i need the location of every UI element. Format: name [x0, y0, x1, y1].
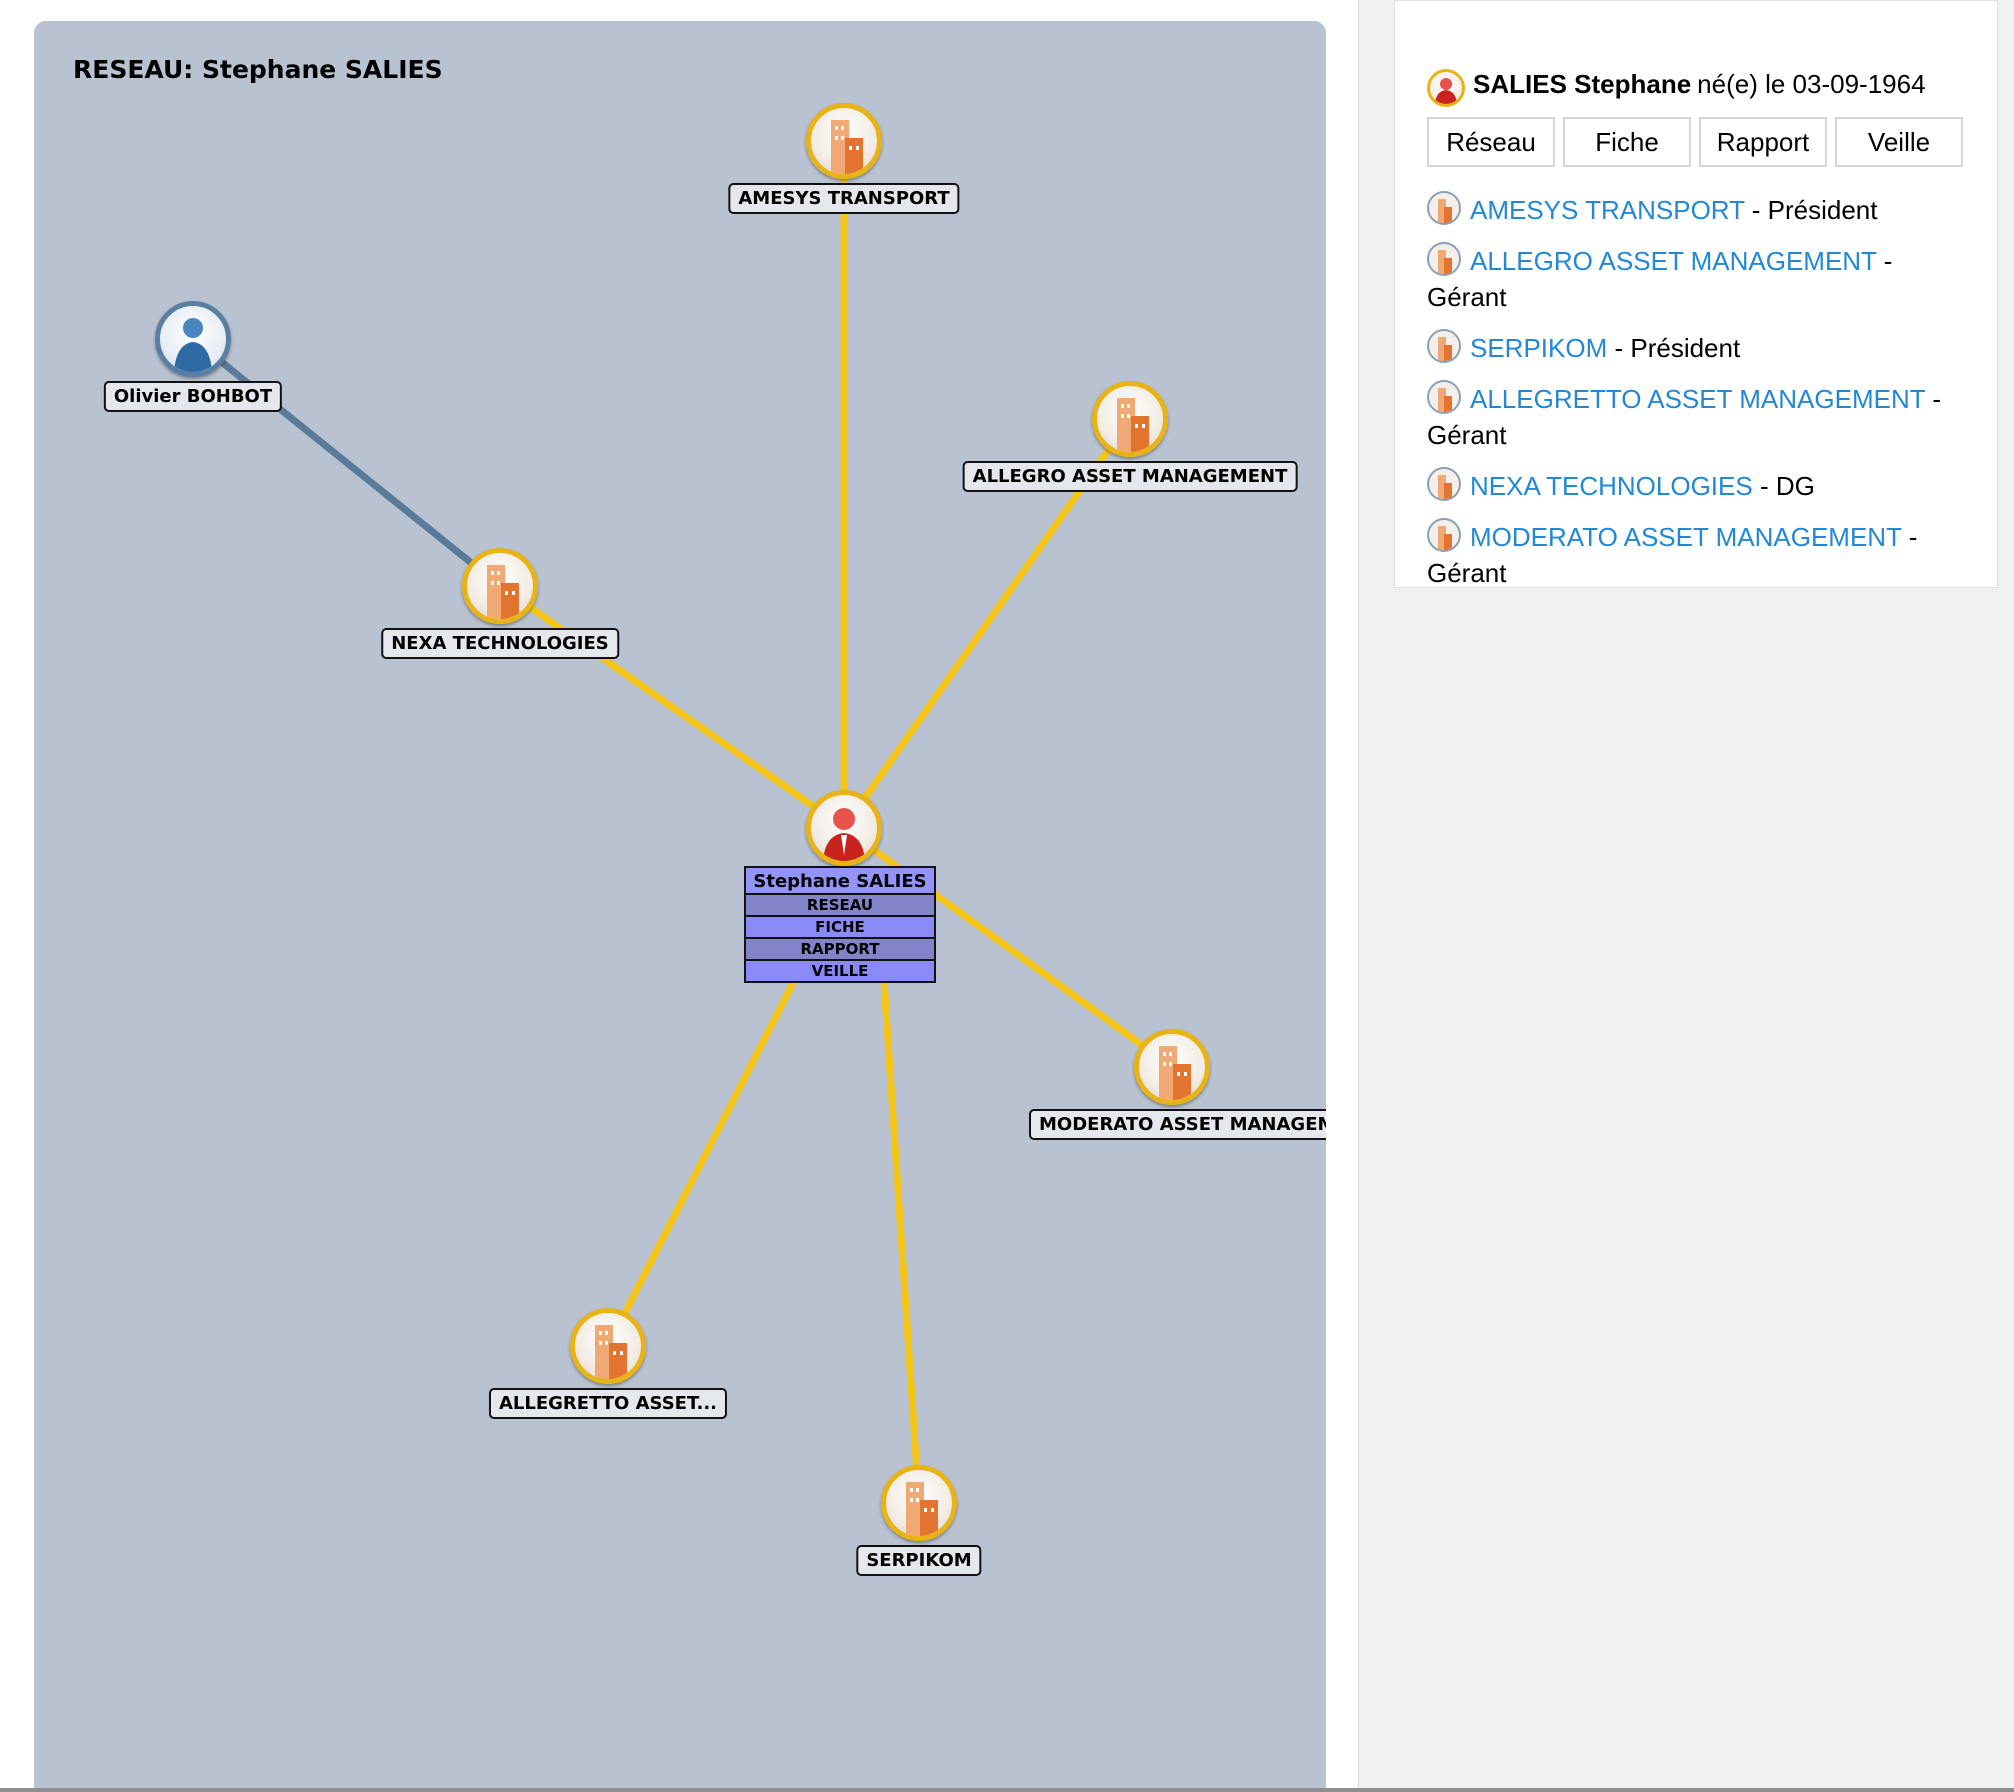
building-icon: [806, 103, 882, 179]
building-icon: [1134, 1029, 1210, 1105]
building-icon: [1427, 242, 1461, 276]
node-label[interactable]: ALLEGRO ASSET MANAGEMENT: [962, 461, 1298, 492]
person-blue-icon: [155, 301, 231, 377]
network-panel: RESEAU: Stephane SALIES Stephane SALIES …: [0, 0, 1359, 1792]
person-birthdate: né(e) le 03-09-1964: [1697, 68, 1926, 99]
company-link[interactable]: AMESYS TRANSPORT: [1470, 195, 1745, 225]
node-label[interactable]: Olivier BOHBOT: [103, 381, 283, 412]
graph-edges: [190, 141, 1175, 1504]
rapport-button[interactable]: Rapport: [1699, 117, 1827, 167]
veille-button[interactable]: Veille: [1835, 117, 1963, 167]
node-label[interactable]: MODERATO ASSET MANAGEMEN: [1029, 1109, 1326, 1140]
reseau-button[interactable]: Réseau: [1427, 117, 1555, 167]
center-node-card: Stephane SALIES RESEAU FICHE RAPPORT VEI…: [744, 866, 936, 983]
node-label[interactable]: SERPIKOM: [856, 1545, 982, 1576]
fiche-button[interactable]: Fiche: [1563, 117, 1691, 167]
list-item: ALLEGRETTO ASSET MANAGEMENT - Gérant: [1427, 380, 1977, 453]
person-name: SALIES Stephane: [1473, 68, 1692, 99]
building-icon: [1427, 191, 1461, 225]
edge-serpikom: [880, 980, 923, 1504]
building-icon: [1427, 467, 1461, 501]
person-red-icon: [806, 790, 882, 866]
company-role: - Gérant: [1427, 522, 1918, 588]
company-link[interactable]: NEXA TECHNOLOGIES: [1470, 471, 1753, 501]
building-icon: [1092, 381, 1168, 457]
list-item: MODERATO ASSET MANAGEMENT - Gérant: [1427, 518, 1977, 591]
company-link[interactable]: SERPIKOM: [1470, 333, 1608, 363]
person-sidebar: SALIES Stephane né(e) le 03-09-1964 Rése…: [1394, 0, 1998, 588]
company-role: - Président: [1607, 333, 1741, 363]
company-link[interactable]: ALLEGRO ASSET MANAGEMENT: [1470, 246, 1877, 276]
building-icon: [570, 1308, 646, 1384]
graph-title: RESEAU: Stephane SALIES: [73, 55, 443, 84]
center-link-fiche[interactable]: FICHE: [746, 917, 934, 939]
node-label[interactable]: NEXA TECHNOLOGIES: [381, 628, 619, 659]
node-label[interactable]: ALLEGRETTO ASSET...: [488, 1388, 728, 1419]
edge-bohbot: [190, 336, 503, 589]
person-header: SALIES Stephane né(e) le 03-09-1964: [1427, 61, 1926, 107]
company-link[interactable]: MODERATO ASSET MANAGEMENT: [1470, 522, 1902, 552]
building-icon: [462, 548, 538, 624]
list-item: NEXA TECHNOLOGIES - DG: [1427, 467, 1977, 504]
list-item: SERPIKOM - Président: [1427, 329, 1977, 366]
company-list: AMESYS TRANSPORT - Président ALLEGRO ASS…: [1427, 191, 1977, 605]
company-role: - DG: [1752, 471, 1815, 501]
company-role: - Gérant: [1427, 384, 1942, 450]
company-link[interactable]: ALLEGRETTO ASSET MANAGEMENT: [1470, 384, 1926, 414]
network-graph[interactable]: RESEAU: Stephane SALIES Stephane SALIES …: [34, 21, 1326, 1792]
list-item: ALLEGRO ASSET MANAGEMENT - Gérant: [1427, 242, 1977, 315]
building-icon: [1427, 329, 1461, 363]
center-link-reseau[interactable]: RESEAU: [746, 895, 934, 917]
building-icon: [881, 1465, 957, 1541]
building-icon: [1427, 518, 1461, 552]
center-link-rapport[interactable]: RAPPORT: [746, 939, 934, 961]
edge-nexa: [497, 583, 847, 831]
list-item: AMESYS TRANSPORT - Président: [1427, 191, 1977, 228]
center-link-veille[interactable]: VEILLE: [746, 961, 934, 981]
node-label[interactable]: AMESYS TRANSPORT: [728, 183, 960, 214]
building-icon: [1427, 380, 1461, 414]
center-node-name: Stephane SALIES: [746, 868, 934, 895]
bottom-divider: [0, 1788, 2014, 1792]
person-red-icon: [1427, 69, 1465, 107]
view-buttons: Réseau Fiche Rapport Veille: [1427, 117, 1963, 167]
company-role: - Président: [1744, 195, 1878, 225]
edge-allegretto: [604, 979, 798, 1348]
company-role: - Gérant: [1427, 246, 1893, 312]
